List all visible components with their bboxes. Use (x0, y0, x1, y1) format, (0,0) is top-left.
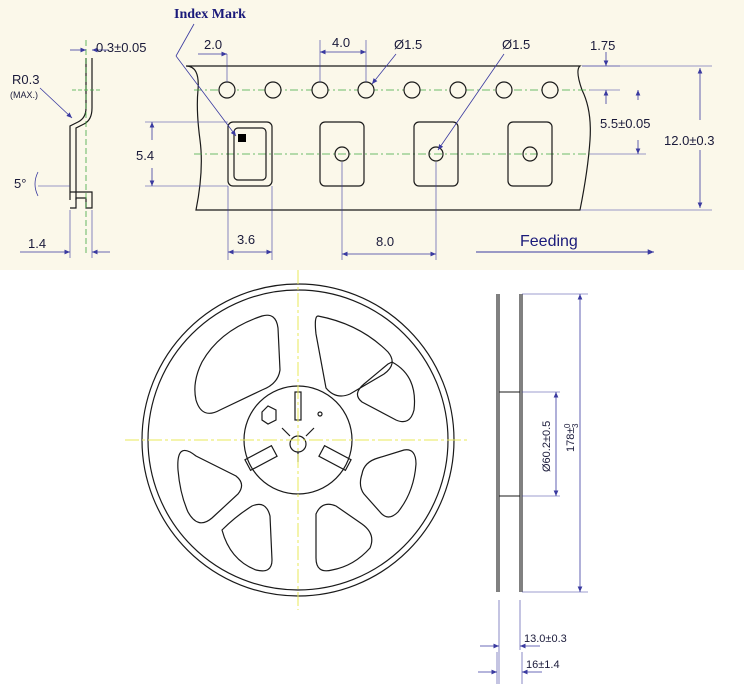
reel-dia-dim: 178± 0 3 (563, 423, 580, 452)
hole-dia-dim-2: Ø1.5 (502, 37, 530, 52)
outer-width-dim: 16±1.4 (526, 659, 560, 671)
reel-side-view (496, 294, 523, 592)
bend-radius-note: (MAX.) (10, 90, 38, 100)
thickness-dim: 0.3±0.05 (96, 40, 147, 55)
reel-dia-sub: 3 (571, 423, 580, 428)
pocket-length-dim: 5.4 (136, 148, 154, 163)
lead-width-dim: 1.4 (28, 236, 46, 251)
sprocket-holes (218, 81, 559, 99)
inner-width-dim: 13.0±0.3 (524, 633, 567, 645)
svg-text:178±: 178± (565, 428, 577, 452)
reel-dia-sup: 0 (563, 423, 572, 428)
tape-side-profile (69, 58, 93, 209)
hole-offset-dim: 1.75 (590, 38, 615, 53)
angle-dim: 5° (14, 176, 26, 191)
hole-pitch-dim: 4.0 (332, 35, 350, 50)
index-mark-square (238, 134, 246, 142)
hole-dia-dim-1: Ø1.5 (394, 37, 422, 52)
tape-width-dim: 12.0±0.3 (664, 133, 715, 148)
carrier-tape (185, 65, 591, 211)
hole-to-edge-dim: 2.0 (204, 37, 222, 52)
feeding-label: Feeding (520, 233, 578, 250)
hub-dia-dim: Ø60.2±0.5 (541, 421, 553, 472)
index-mark-label: Index Mark (174, 7, 246, 22)
bend-radius-dim: R0.3 (12, 72, 39, 87)
pocket-pitch-dim: 8.0 (376, 234, 394, 249)
pocket-offset-dim: 5.5±0.05 (600, 116, 651, 131)
pocket-width-dim: 3.6 (237, 232, 255, 247)
